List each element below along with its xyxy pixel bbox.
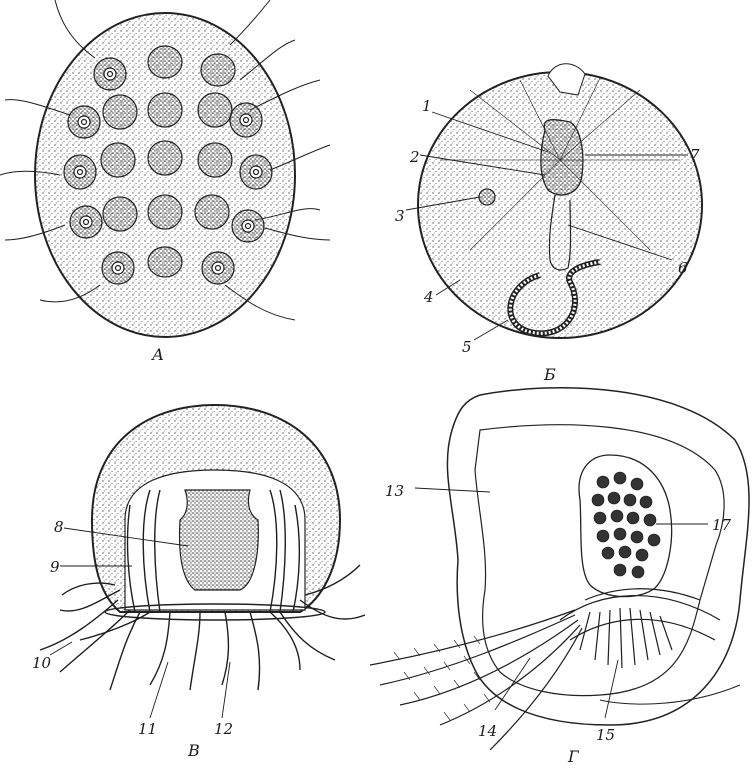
label-14: 14 — [478, 722, 497, 740]
panel-b-caption: Б — [543, 365, 556, 384]
label-9: 9 — [50, 558, 60, 576]
panel-b-planula: 1 2 3 4 5 6 7 Б — [395, 64, 702, 384]
label-17: 17 — [712, 516, 732, 534]
label-8: 8 — [54, 518, 64, 536]
panel-v-caption: В — [187, 741, 200, 760]
label-6: 6 — [678, 259, 688, 277]
label-4: 4 — [423, 288, 434, 306]
panel-a-caption: А — [151, 345, 164, 364]
label-15: 15 — [596, 726, 615, 744]
panel-g-ctenophore-lateral: 13 14 15 17 Г — [370, 388, 749, 766]
label-5: 5 — [462, 338, 472, 356]
label-7: 7 — [690, 146, 700, 164]
label-11: 11 — [138, 720, 157, 738]
panel-a-ctenophore-dorsal: А — [0, 0, 330, 364]
label-12: 12 — [214, 720, 233, 738]
label-3: 3 — [395, 207, 405, 225]
label-1: 1 — [422, 97, 432, 115]
label-10: 10 — [32, 654, 52, 672]
label-13: 13 — [385, 482, 404, 500]
label-2: 2 — [409, 148, 420, 166]
panel-v-medusa: 8 9 10 11 12 В — [32, 405, 365, 760]
panel-g-caption: Г — [567, 747, 580, 766]
